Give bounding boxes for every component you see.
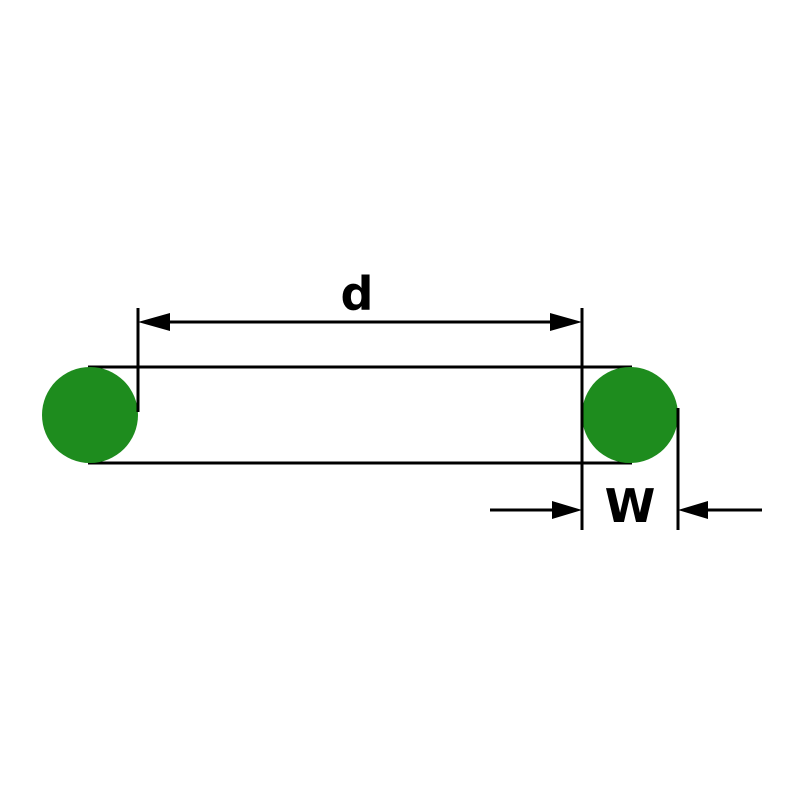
w-arrowhead-right-icon: [678, 501, 708, 519]
d-arrowhead-left-icon: [138, 313, 170, 331]
left-ring-cross-section: [42, 367, 138, 463]
d-dimension-label: d: [341, 267, 374, 321]
d-arrowhead-right-icon: [550, 313, 582, 331]
w-dimension-label: W: [605, 479, 656, 533]
right-ring-cross-section: [582, 367, 678, 463]
w-arrowhead-left-icon: [552, 501, 582, 519]
